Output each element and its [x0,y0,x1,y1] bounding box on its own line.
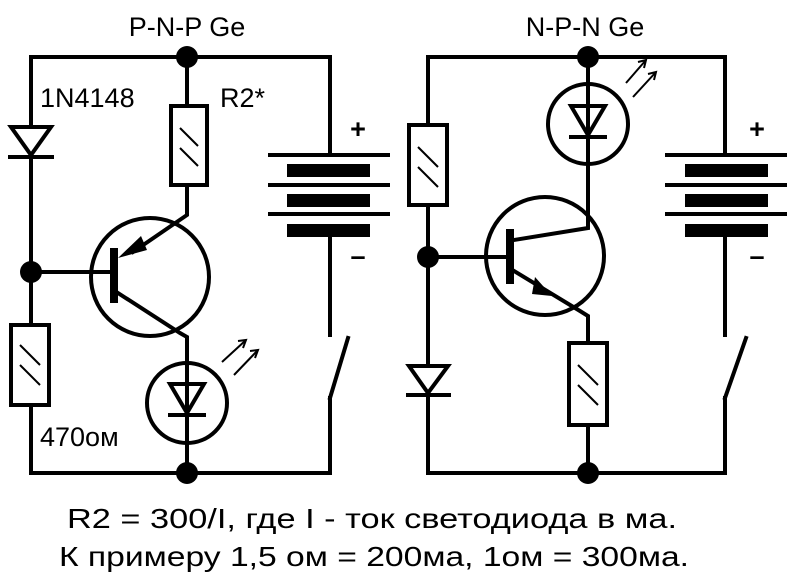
caption-line-2: К примеру 1,5 ом = 200ма, 1ом = 300ма. [59,541,689,572]
light-rays-icon [625,58,658,98]
light-rays-icon [221,338,260,376]
led-pnp [145,338,260,475]
npn-transistor [426,194,606,345]
switch-pnp [327,335,351,401]
resistor-base [407,123,449,207]
junction-node [176,46,198,68]
emitter-lead [130,183,189,255]
junction-node [417,246,439,268]
junction-node [20,261,42,283]
resistor-470 [9,323,51,407]
diode-label: 1N4148 [40,83,135,113]
junction-node [577,462,599,484]
battery-npn [665,153,787,337]
bottom-wire [29,396,332,475]
resistor-r2 [169,104,209,187]
resistor-emitter [567,341,609,427]
junction-node [577,46,599,68]
r2-hatch [179,127,199,147]
npn-circuit: N-P-N Ge [405,12,787,484]
bottom-wire [426,393,727,475]
caption-line-1: R2 = 300/I, где I - ток светодиода в ма. [67,503,677,534]
r2-hatch [179,147,199,167]
pnp-circuit: P-N-P Ge 1N4148 R2* 470ом [7,12,390,484]
battery-minus-label: – [350,241,365,271]
r1-hatch [19,364,41,386]
re-hatch [577,364,599,386]
junction-node [176,462,198,484]
switch-npn [722,335,749,401]
battery-plus-label: + [350,114,366,144]
rb-hatch [417,146,439,168]
r1-hatch [19,344,41,366]
diode-1n4148 [7,125,55,159]
led-npn [546,55,658,198]
pnp-transistor [29,216,211,362]
battery-minus-label: – [749,241,764,271]
re-hatch [577,384,599,406]
resistor-470-label: 470ом [40,422,119,452]
battery-pnp [268,153,390,337]
r2-label: R2* [220,83,266,113]
npn-title: N-P-N Ge [526,12,645,42]
pnp-title: P-N-P Ge [129,12,246,42]
top-wire [426,55,727,157]
battery-plus-label: + [749,114,765,144]
rb-hatch [417,166,439,188]
diode-npn [405,364,452,397]
